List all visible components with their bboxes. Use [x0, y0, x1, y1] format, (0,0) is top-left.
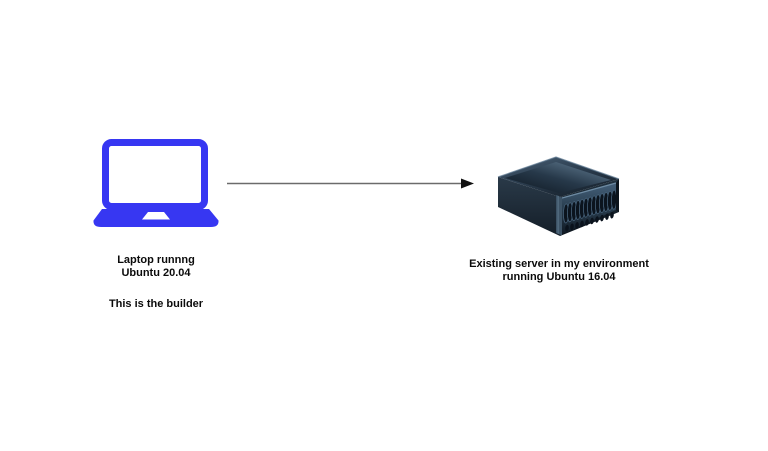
laptop-label-line1: Laptop runnng	[117, 254, 195, 266]
laptop-label-line2: Ubuntu 20.04	[121, 267, 191, 279]
connector-arrow[interactable]	[225, 174, 477, 193]
laptop-node[interactable]	[92, 136, 220, 228]
builder-note: This is the builder	[108, 298, 204, 310]
server-label-line2: running Ubuntu 16.04	[502, 271, 616, 283]
server-label: Existing server in my environment runnin…	[444, 258, 674, 284]
laptop-icon	[93, 139, 219, 227]
server-label-line1: Existing server in my environment	[469, 258, 649, 270]
server-node[interactable]	[496, 152, 624, 242]
arrowhead-icon	[461, 178, 474, 189]
laptop-label: Laptop runnng Ubuntu 20.04	[56, 254, 256, 280]
rack-server-icon	[497, 156, 620, 236]
